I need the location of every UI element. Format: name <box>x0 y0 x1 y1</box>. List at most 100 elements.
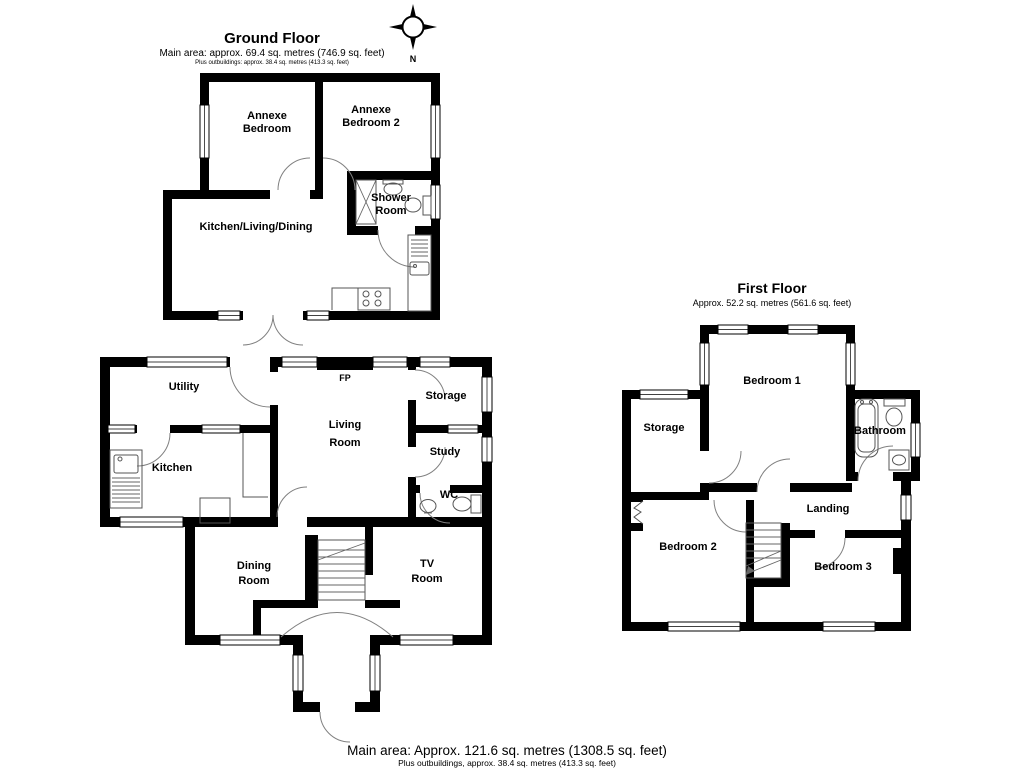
hob-burner <box>374 299 382 307</box>
first-floor-header: First Floor Approx. 52.2 sq. metres (561… <box>693 280 852 308</box>
door-arc <box>276 486 308 518</box>
shower-cubicle <box>355 179 377 225</box>
back-door-arc <box>229 366 271 408</box>
hob-burner <box>362 299 370 307</box>
compass-south-point <box>409 35 417 50</box>
room-label-utility: Utility <box>169 381 200 393</box>
room-label-dining-room: Dining <box>237 560 271 572</box>
ground-stairs <box>317 539 366 601</box>
fireplace <box>317 357 373 370</box>
basin <box>419 499 437 513</box>
main-walls <box>100 357 492 712</box>
room-label-storage: Storage <box>644 422 685 434</box>
toilet-cistern <box>422 195 432 216</box>
sink-counter <box>109 449 143 509</box>
bedroom2-chimney-zigzag <box>633 500 644 525</box>
wc-fixtures <box>419 494 482 514</box>
chimney-breast <box>893 548 901 574</box>
bathtub <box>854 398 879 458</box>
bathtub-inner <box>857 403 876 453</box>
toilet-bowl <box>452 496 472 512</box>
footer-outbuildings: Plus outbuildings, approx. 38.4 sq. metr… <box>398 758 616 768</box>
first-floor-subtitle: Approx. 52.2 sq. metres (561.6 sq. feet) <box>693 298 852 308</box>
tap <box>860 400 864 404</box>
compass-north-point <box>409 4 417 19</box>
room-label-bedroom2: Bedroom 2 <box>659 541 716 553</box>
stair-winder <box>745 550 782 567</box>
door-arc <box>756 458 791 493</box>
sink-unit <box>888 449 910 471</box>
first-floor-labels: Bedroom 1 Storage Bathroom Landing Bedro… <box>644 375 907 573</box>
compass-rose: N <box>389 4 437 64</box>
sink-bowl <box>892 454 906 466</box>
toilet-cistern <box>470 494 482 514</box>
first-floor-plan: Bedroom 1 Storage Bathroom Landing Bedro… <box>622 324 921 632</box>
annexe-plan: Annexe Bedroom Annexe Bedroom 2 Shower R… <box>163 73 441 346</box>
first-floor-walls <box>622 325 920 631</box>
room-label-wc: WC <box>440 489 458 501</box>
compass-west-point <box>389 23 405 31</box>
room-label-shower-room: Shower <box>371 192 411 204</box>
toilet-cistern <box>883 398 906 407</box>
hall-arch <box>280 612 394 638</box>
room-label-bedroom1: Bedroom 1 <box>743 375 800 387</box>
first-floor-stairs <box>745 522 782 579</box>
room-label-annexe-bedroom2: Bedroom 2 <box>342 117 399 129</box>
annexe-labels: Annexe Bedroom Annexe Bedroom 2 Shower R… <box>199 104 411 233</box>
door-arc <box>419 492 451 524</box>
counter-edge <box>331 287 358 310</box>
first-floor-door-arcs <box>708 445 894 569</box>
door-arc <box>322 157 356 191</box>
main-windows <box>107 356 493 692</box>
staircase <box>745 522 782 579</box>
door-arc <box>377 229 416 268</box>
compass-circle <box>401 15 425 39</box>
kitchen-sink <box>113 454 139 474</box>
main-ground-floor-plan: Utility Kitchen Living Room FP Storage S… <box>100 356 493 743</box>
toilet-bowl <box>885 407 903 427</box>
french-door-arc <box>242 314 274 346</box>
room-label-storage: Storage <box>426 390 467 402</box>
door-arc <box>814 537 846 569</box>
french-door-arc <box>272 314 304 346</box>
door-arc <box>708 450 742 484</box>
door-arc <box>414 369 446 401</box>
door-arc <box>277 157 311 191</box>
kitchen-sink <box>409 261 430 276</box>
stair-arrow <box>746 566 755 575</box>
room-label-living-room: Room <box>329 437 360 449</box>
ground-floor-title: Ground Floor <box>224 30 320 47</box>
footer: Main area: Approx. 121.6 sq. metres (130… <box>347 743 667 768</box>
room-label-dining-room: Room <box>238 575 269 587</box>
room-label-annexe-bedroom: Bedroom <box>243 123 292 135</box>
ground-floor-header: Ground Floor Main area: approx. 69.4 sq.… <box>159 30 384 66</box>
room-label-tv-room: Room <box>411 573 442 585</box>
room-label-kitchen: Kitchen <box>152 462 193 474</box>
counter-edge <box>242 433 268 498</box>
room-label-annexe-bedroom: Annexe <box>247 110 287 122</box>
annexe-windows <box>199 104 441 321</box>
door-arc <box>713 499 747 533</box>
ground-floor-subtitle: Main area: approx. 69.4 sq. metres (746.… <box>159 48 384 59</box>
annexe-door-arcs <box>242 157 416 346</box>
room-label-kitchen-living-dining: Kitchen/Living/Dining <box>199 221 312 233</box>
hob <box>357 287 391 311</box>
stair-diagonal <box>317 542 366 561</box>
basin <box>383 182 403 196</box>
toilet-bowl <box>404 197 422 213</box>
bathroom-fixtures <box>854 398 910 471</box>
fireplace-label: FP <box>339 373 351 383</box>
room-label-living-room: Living <box>329 419 361 431</box>
hob-burner <box>374 290 382 298</box>
staircase <box>317 539 366 601</box>
kitchen-fixtures <box>109 433 268 524</box>
door-arc <box>414 446 446 478</box>
compass-east-point <box>421 23 437 31</box>
door-arc <box>857 445 894 482</box>
shower-room-fixtures <box>355 179 432 225</box>
basin-backsplash <box>382 179 404 185</box>
room-label-bathroom: Bathroom <box>854 425 906 437</box>
appliance <box>199 497 231 524</box>
